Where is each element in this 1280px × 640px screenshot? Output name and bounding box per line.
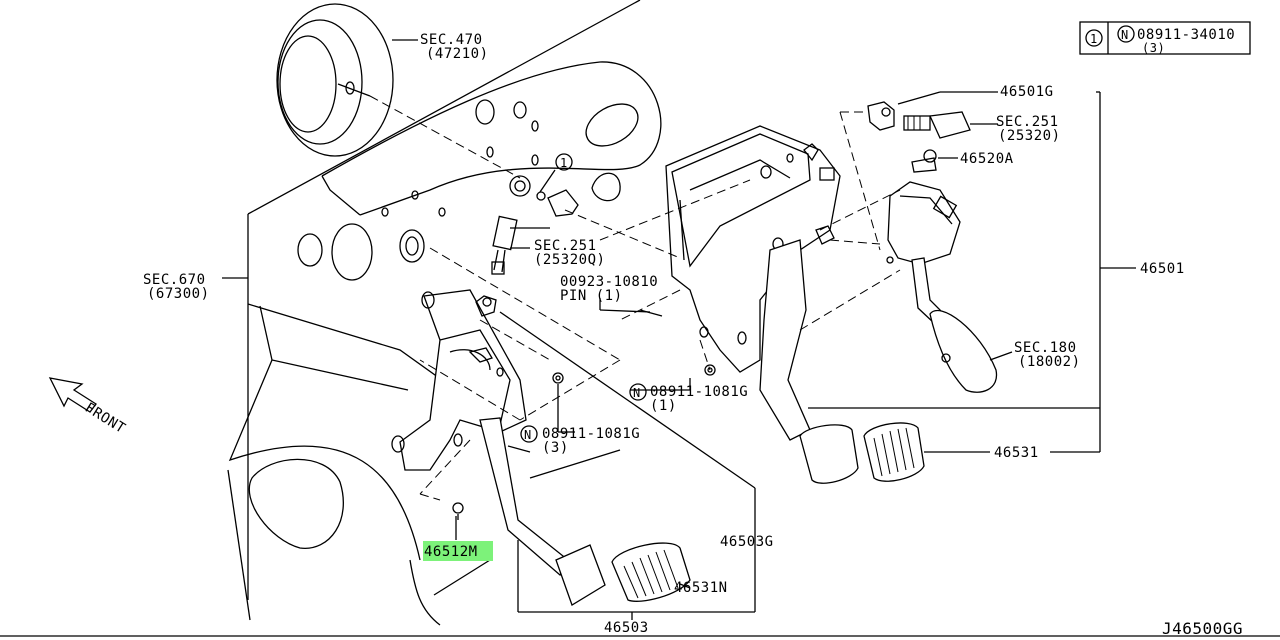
- right-pedal-bracket-drawing: [665, 125, 841, 373]
- label-sec251-upper-sub: (25320): [998, 128, 1061, 144]
- label-46520A: 46520A: [960, 151, 1014, 167]
- label-sec670-sub: (67300): [147, 286, 210, 302]
- labels: SEC.470 (47210) SEC.670 (67300) SEC.251 …: [143, 32, 1243, 638]
- label-sec251-lower-sub: (25320Q): [534, 252, 605, 268]
- right-pedal-drawing: [639, 239, 925, 484]
- svg-text:N: N: [633, 386, 641, 400]
- stop-lamp-switch-drawing: [491, 189, 579, 275]
- label-46501: 46501: [1140, 261, 1185, 277]
- label-46531N: 46531N: [674, 580, 728, 596]
- label-nut-lower-qty: (3): [542, 440, 569, 456]
- svg-text:1: 1: [560, 156, 568, 170]
- leader-lines: [0, 39, 1280, 637]
- label-sec251-upper: SEC.251: [996, 114, 1059, 130]
- assembly-dashed-lines: [419, 111, 901, 501]
- front-label: FRONT: [82, 400, 128, 437]
- label-46501G: 46501G: [1000, 84, 1054, 100]
- legend-box: 1 N 08911-34010 (3): [1079, 21, 1251, 55]
- left-pedal-drawing: [452, 417, 691, 606]
- legend-qty: (3): [1142, 41, 1165, 55]
- highlight-46512M: [423, 541, 493, 561]
- label-sec180: SEC.180: [1014, 340, 1077, 356]
- legend-index-circle: [1085, 29, 1103, 47]
- label-pin: PIN (1): [560, 288, 623, 304]
- label-46531: 46531: [994, 445, 1039, 461]
- label-46503G: 46503G: [720, 534, 774, 550]
- label-nut-upper-qty: (1): [650, 398, 677, 414]
- callout-circle-one: 1: [555, 153, 573, 171]
- svg-text:N: N: [524, 428, 532, 442]
- label-sec670: SEC.670: [143, 272, 206, 288]
- nut-marker-upper: N: [629, 383, 647, 401]
- accelerator-pedal-drawing: [886, 181, 998, 393]
- upper-switch-drawing: [867, 101, 971, 173]
- legend-nut-symbol: N: [1121, 28, 1129, 42]
- label-pin-part: 00923-10810: [560, 274, 658, 290]
- diagram-id: J46500GG: [1162, 619, 1243, 638]
- left-pedal-bracket-drawing: [391, 289, 564, 471]
- legend-part-number: 08911-34010: [1137, 27, 1235, 43]
- label-sec180-sub: (18002): [1018, 354, 1081, 370]
- label-nut-lower: 08911-1081G: [542, 426, 640, 442]
- front-arrow: FRONT: [48, 377, 128, 437]
- label-nut-upper: 08911-1081G: [650, 384, 748, 400]
- label-46503: 46503: [604, 620, 649, 636]
- label-sec470: SEC.470: [420, 32, 483, 48]
- label-46512M: 46512M: [424, 544, 478, 560]
- legend-index: 1: [1090, 32, 1098, 46]
- nut-marker-lower: N: [520, 425, 538, 443]
- legend-nut-circle: [1117, 25, 1135, 43]
- label-sec251-lower: SEC.251: [534, 238, 597, 254]
- brake-booster-drawing: [276, 3, 521, 179]
- label-sec470-sub: (47210): [426, 46, 489, 62]
